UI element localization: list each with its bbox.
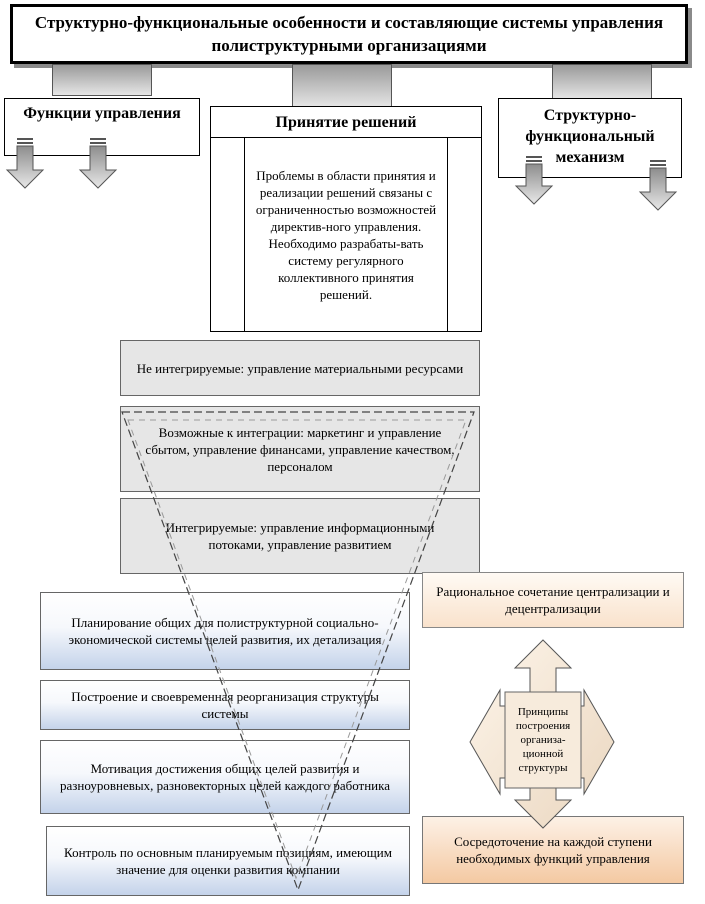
structure-building-box: Построение и своевременная реорганизация… <box>40 680 410 730</box>
motivation-box: Мотивация достижения общих целей развити… <box>40 740 410 814</box>
four-way-arrow-icon <box>469 639 615 829</box>
concentration-box: Сосредоточение на каждой ступени необход… <box>422 816 684 884</box>
integration-funnel <box>121 411 475 892</box>
down-arrow-icon <box>638 160 678 211</box>
decision-making-text: Проблемы в области принятия и реализации… <box>244 138 448 331</box>
down-arrow-icon <box>78 138 118 189</box>
non-integrable-box: Не интегрируемые: управление материальны… <box>120 340 480 396</box>
title-connector-middle <box>292 64 392 108</box>
planning-box: Планирование общих для полиструктурной с… <box>40 592 410 670</box>
decision-making-label: Принятие решений <box>275 113 417 131</box>
rational-combination-box: Рациональное сочетание централизации и д… <box>422 572 684 628</box>
down-arrow-icon <box>514 156 554 205</box>
control-box: Контроль по основным планируемым позиция… <box>46 826 410 896</box>
principles-label: Принципы построения организа-ционной стр… <box>515 706 571 774</box>
structural-functional-mechanism-label: Структурно-функциональный механизм <box>525 106 655 166</box>
diagram-title: Структурно-функциональные особенности и … <box>10 4 688 64</box>
management-functions-label: Функции управления <box>23 105 181 122</box>
title-connector-left <box>52 64 152 96</box>
down-arrow-icon <box>5 138 45 189</box>
integrable-box: Интегрируемые: управление информационным… <box>120 498 480 574</box>
